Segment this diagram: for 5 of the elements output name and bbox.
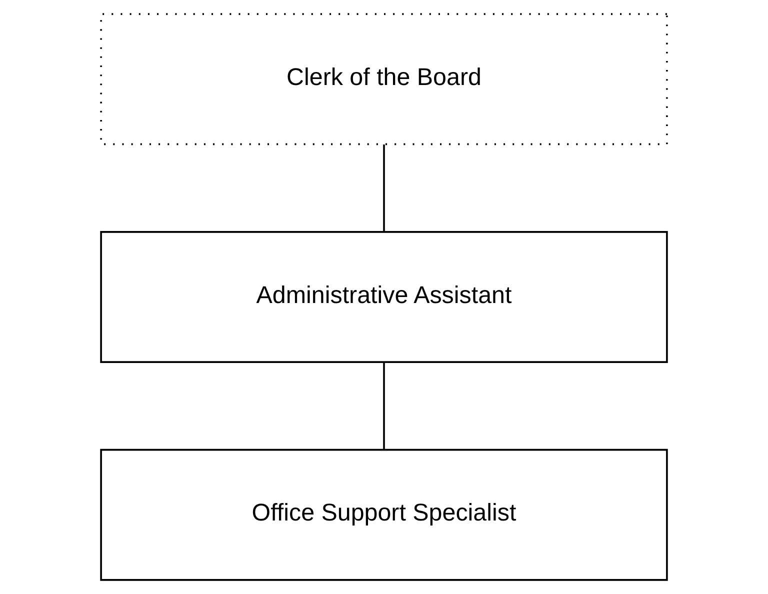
connector [383,144,385,232]
node-box: Office Support Specialist [100,448,668,581]
connector [383,362,385,450]
node-box: Clerk of the Board [100,13,668,146]
node-box: Administrative Assistant [100,231,668,363]
